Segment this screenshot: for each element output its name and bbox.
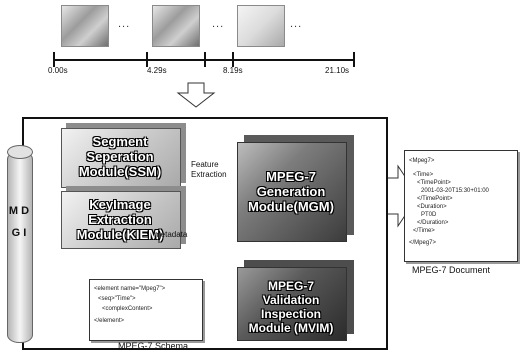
doc-line: </Time> (413, 227, 517, 235)
mpeg7-document: <Mpeg7> <Time> <TimePoint> 2001-03-20T15… (404, 150, 518, 262)
doc-line: <TimePoint> (417, 179, 517, 187)
mdgi-label: M D G I (7, 200, 31, 244)
ssm-label: Segment Seperation Module(SSM) (66, 134, 174, 179)
schema-line: </element> (94, 317, 202, 325)
metadata-label: metadata (154, 230, 187, 239)
doc-line: <Mpeg7> (409, 157, 517, 165)
mgm-label: MPEG-7 Generation Module(MGM) (243, 169, 339, 214)
mpeg7-schema: <element name="Mpeg7"> <seq>"Time"> <com… (89, 279, 203, 341)
mvim-label: MPEG-7 Validation Inspection Module (MVI… (240, 279, 342, 335)
doc-line: <Duration> (417, 203, 517, 211)
doc-line: </TimePoint> (417, 195, 517, 203)
doc-line: <Time> (413, 171, 517, 179)
schema-caption: MPEG-7 Schema (118, 341, 188, 351)
doc-line: </Duration> (417, 219, 517, 227)
schema-line: <element name="Mpeg7"> (94, 285, 202, 293)
document-caption: MPEG-7 Document (412, 265, 490, 275)
schema-line: <seq>"Time"> (98, 295, 202, 303)
mdgi-cylinder-cap (7, 145, 33, 159)
doc-line: </Mpeg7> (409, 239, 517, 247)
doc-line: 2001-03-20T15:30+01:00 (421, 187, 517, 195)
schema-line: <complexContent> (102, 305, 202, 313)
doc-line: PT0D (421, 211, 517, 219)
down-arrow (178, 83, 214, 107)
mdgi-cylinder (7, 151, 33, 343)
feature-extraction-label: Feature Extraction (191, 160, 233, 180)
